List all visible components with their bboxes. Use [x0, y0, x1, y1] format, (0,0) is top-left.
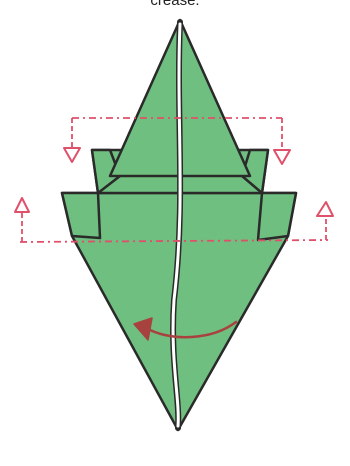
upper-left-arrow-icon: [64, 148, 80, 162]
left-side-flap: [62, 193, 100, 238]
lower-left-arrow-icon: [15, 198, 29, 212]
right-side-flap: [258, 193, 296, 240]
lower-right-arrow-icon: [317, 202, 333, 216]
upper-right-arrow-icon: [274, 150, 290, 164]
